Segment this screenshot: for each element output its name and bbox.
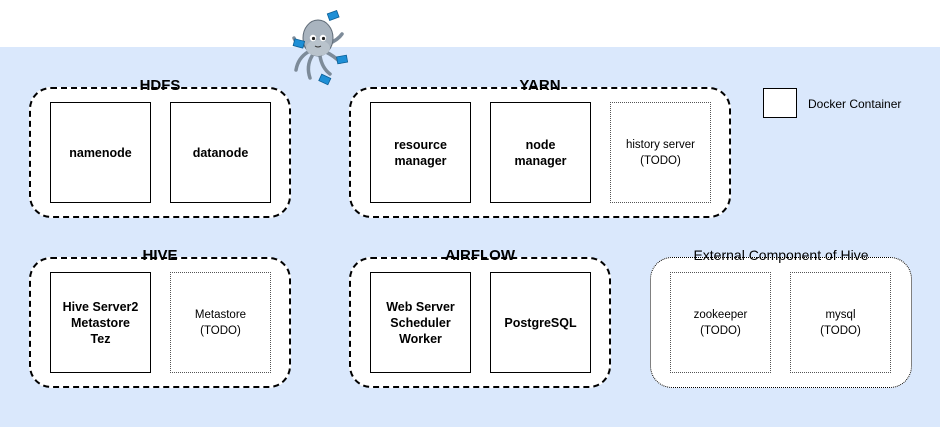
hive-server2-container: Hive Server2 Metastore Tez (50, 272, 151, 373)
postgresql-container: PostgreSQL (490, 272, 591, 373)
airflow-title: AIRFLOW (445, 247, 515, 264)
yarn-title: YARN (519, 77, 561, 94)
airflow-webserver-container: Web Server Scheduler Worker (370, 272, 471, 373)
history-server-container: history server (TODO) (610, 102, 711, 203)
metastore-container: Metastore (TODO) (170, 272, 271, 373)
node-manager-container: node manager (490, 102, 591, 203)
mysql-container: mysql (TODO) (790, 272, 891, 373)
external-component-title: External Component of Hive (693, 247, 869, 263)
resource-manager-container: resource manager (370, 102, 471, 203)
hdfs-title: HDFS (139, 77, 181, 94)
docker-compose-octopus-icon (292, 9, 349, 86)
legend-docker-container-swatch (763, 88, 797, 118)
datanode-container: datanode (170, 102, 271, 203)
namenode-container: namenode (50, 102, 151, 203)
zookeeper-container: zookeeper (TODO) (670, 272, 771, 373)
hive-title: HIVE (142, 247, 178, 264)
legend-docker-container-label: Docker Container (808, 97, 902, 111)
